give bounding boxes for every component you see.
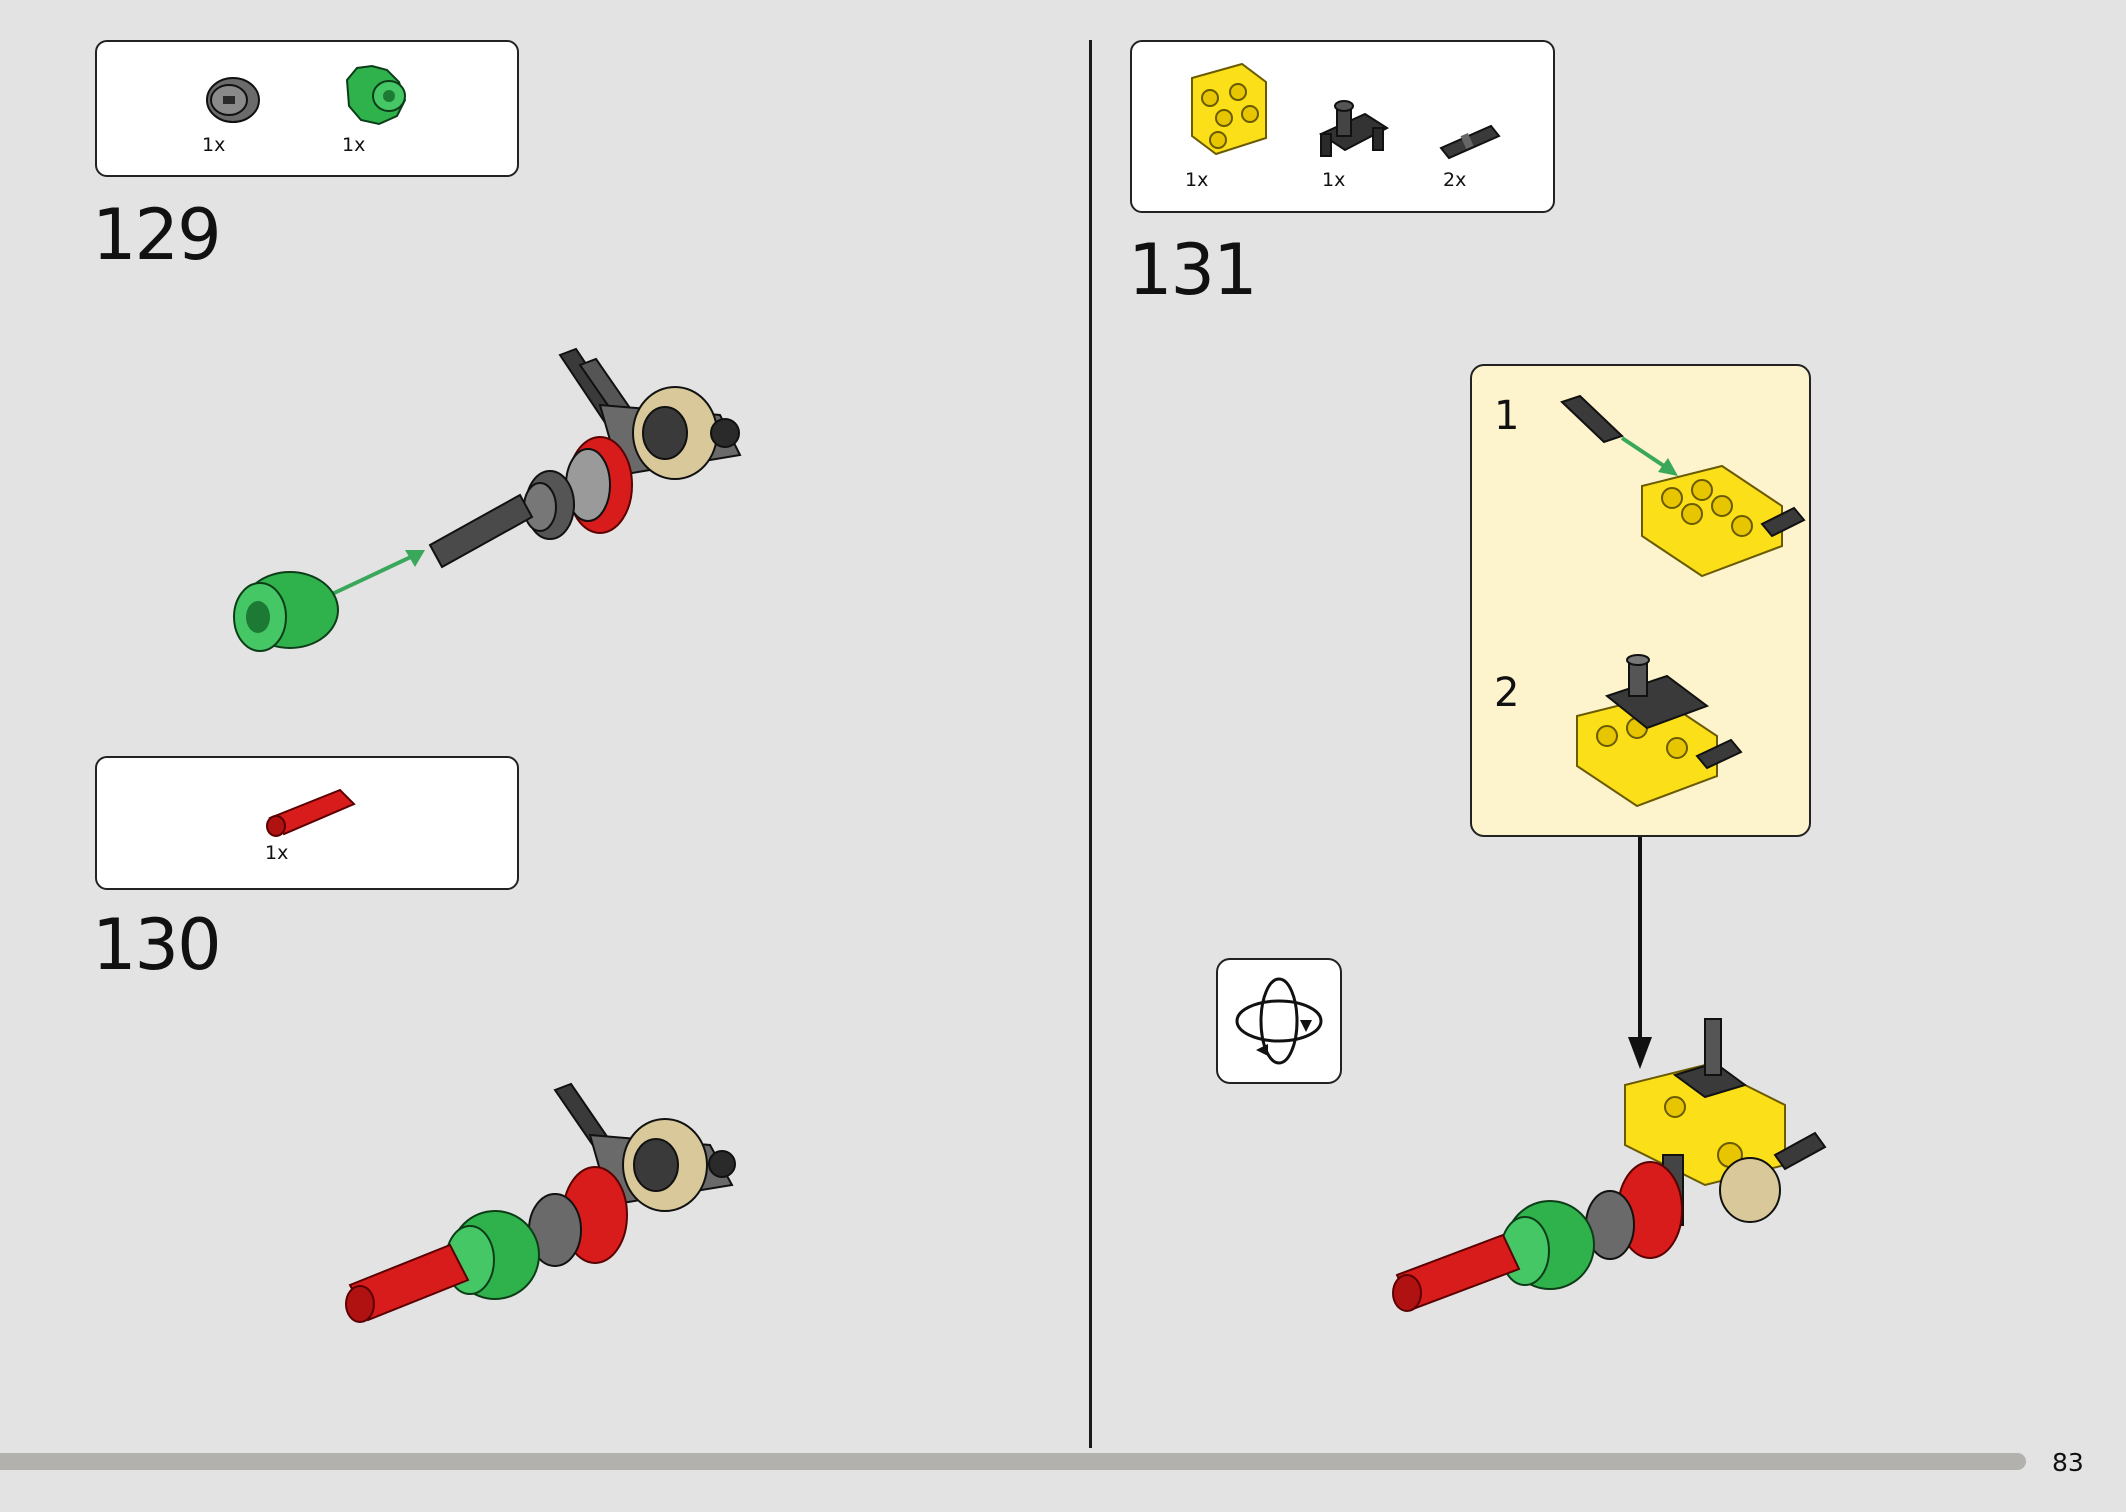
page-number: 83 [2052,1448,2084,1477]
step-number: 131 [1128,229,1258,311]
green-gear-bushing-part [345,64,407,126]
substep-number: 1 [1494,393,1520,439]
part-qty: 1x [342,134,366,156]
yellow-beam-frame-part [1191,62,1267,156]
black-pin-connector-part [1318,100,1389,157]
footer-progress-bar [0,1453,2026,1470]
rotate-model-box [1216,958,1342,1084]
substep-1-illustration [1560,394,1806,578]
part-qty: 1x [265,842,289,864]
black-axle-pin-part [1439,124,1501,160]
substep-2-illustration [1576,654,1743,808]
step-number: 130 [92,904,222,986]
substep-number: 2 [1494,670,1520,716]
part-qty: 1x [1322,169,1346,191]
red-axle-part [266,788,356,837]
assembly-illustration-step-131 [1392,1018,1827,1312]
part-qty: 2x [1443,169,1467,191]
sub-assembly-callout: 1 2 [1470,364,1811,837]
part-qty: 1x [1185,169,1209,191]
assembly-illustration-step-129 [233,347,742,652]
gray-bushing-part [206,77,260,123]
parts-list-step-130: 1x [95,756,519,890]
parts-list-step-129: 1x 1x [95,40,519,177]
step-number: 129 [92,194,222,276]
parts-list-step-131: 1x 1x 2x [1130,40,1555,213]
part-qty: 1x [202,134,226,156]
assembly-illustration-step-130 [345,1082,736,1323]
placement-arrow [1628,837,1652,1069]
rotate-model-icon [1235,977,1323,1065]
page-divider [1089,40,1092,1448]
